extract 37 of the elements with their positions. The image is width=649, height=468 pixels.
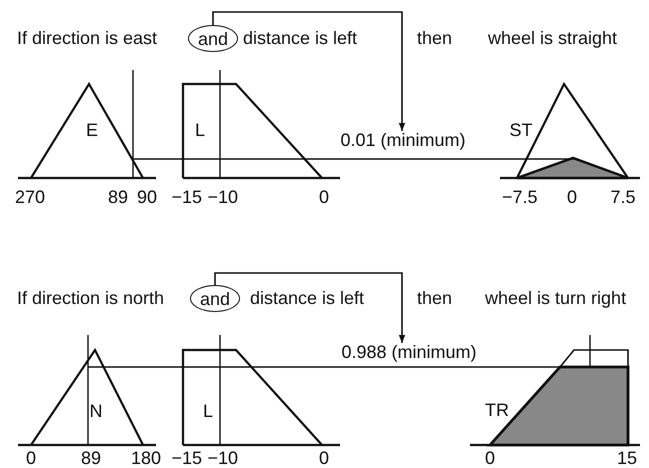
arrow [212, 11, 406, 131]
axis-tick-label: −15 [172, 449, 202, 467]
axis-tick-label: 0 [319, 188, 330, 206]
result-value-text: 0.988 (minimum) [341, 343, 477, 361]
rule-text: distance is left [243, 29, 358, 47]
axis-tick-label: 7.5 [610, 188, 636, 206]
rule-text: wheel is turn right [485, 289, 626, 307]
operator-ellipse: and [188, 25, 238, 52]
set-name: L [203, 402, 214, 420]
set-name: ST [510, 121, 533, 139]
set-name: E [86, 121, 98, 139]
axis-tick-label: 0 [485, 449, 496, 467]
set-name: N [90, 402, 102, 420]
axis-tick-label: 0 [26, 449, 36, 467]
axis-tick-label: 0 [319, 449, 330, 467]
rule-text: then [417, 289, 452, 307]
rule-text: wheel is straight [488, 29, 618, 47]
arrow [214, 272, 406, 343]
axis-tick-label: −10 [208, 188, 238, 206]
set-name: TR [485, 401, 509, 419]
operator-ellipse: and [190, 285, 240, 312]
set-name: L [195, 121, 206, 139]
axis-tick-label: 90 [137, 188, 158, 206]
rule-text: then [417, 29, 452, 47]
axis-tick-label: 15 [617, 449, 638, 467]
result-value-text: 0.01 (minimum) [340, 131, 466, 149]
axis-tick-label: −7.5 [502, 188, 538, 206]
axis-tick-label: 0 [567, 188, 578, 206]
axis-tick-label: 89 [108, 188, 128, 206]
axis-tick-label: −10 [208, 449, 238, 467]
rule-text: distance is left [250, 289, 364, 307]
axis-tick-label: 180 [131, 449, 162, 467]
rule-text: If direction is east [17, 29, 158, 47]
rule-text: If direction is north [17, 289, 164, 307]
axis-tick-label: 89 [81, 449, 102, 467]
axis-tick-label: −15 [172, 188, 202, 206]
axis-tick-label: 270 [15, 188, 46, 206]
